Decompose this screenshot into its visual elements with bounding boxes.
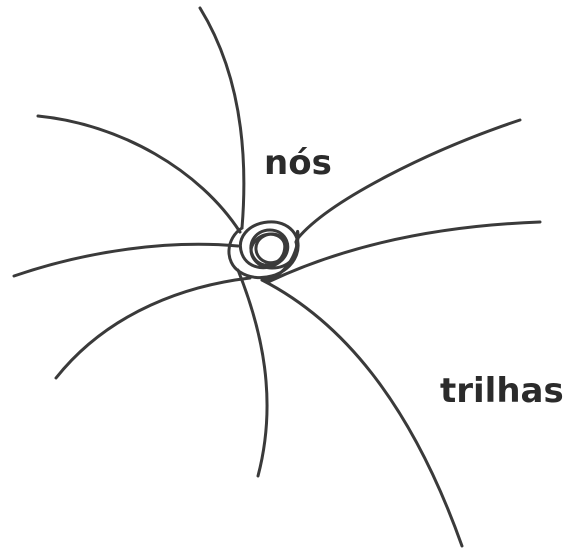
trail-lower-right (262, 280, 462, 546)
trail-right (268, 222, 540, 282)
knot-tangle (229, 222, 298, 280)
trail-left (14, 244, 238, 276)
trail-lower-left (56, 278, 250, 378)
trail-bottom (238, 270, 267, 476)
label-trails: trilhas (440, 374, 564, 408)
label-knots: nós (264, 146, 332, 180)
trail-upper-left (38, 116, 240, 232)
trail-top (200, 8, 244, 228)
